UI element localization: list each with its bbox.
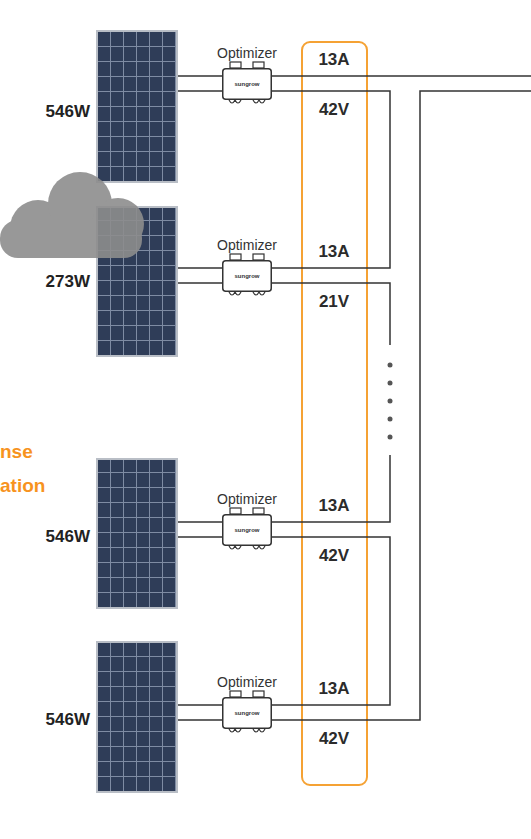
string-wire <box>272 455 390 522</box>
optimizer-box: Optimizersungrow <box>222 697 272 729</box>
brand-logo: sungrow <box>235 710 260 717</box>
dc-wire <box>272 91 390 268</box>
solar-panel: 546W <box>96 458 178 609</box>
brand-logo: sungrow <box>235 273 260 280</box>
optimizer-label: Optimizer <box>217 237 277 253</box>
brand-logo: sungrow <box>235 81 260 88</box>
dc-wire <box>178 76 222 91</box>
brand-logo: sungrow <box>235 527 260 534</box>
highlight-frame <box>302 42 367 785</box>
power-rating: 546W <box>46 710 90 730</box>
power-rating: 546W <box>46 527 90 547</box>
electrical-value: 13A <box>318 679 349 699</box>
electrical-value: 42V <box>319 100 349 120</box>
optimizer-label: Optimizer <box>217 674 277 690</box>
string-wire <box>272 75 531 77</box>
continuation-dots <box>388 363 393 440</box>
dc-wire <box>272 537 390 705</box>
optimizer-box: Optimizersungrow <box>222 68 272 100</box>
caption-fragment: nse <box>0 442 33 462</box>
electrical-value: 21V <box>319 292 349 312</box>
optimizer-label: Optimizer <box>217 45 277 61</box>
optimizer-label: Optimizer <box>217 491 277 507</box>
caption-fragment: ation <box>0 476 45 496</box>
return-wire <box>272 91 531 720</box>
electrical-value: 13A <box>318 242 349 262</box>
solar-panel: 546W <box>96 30 178 183</box>
electrical-value: 13A <box>318 50 349 70</box>
solar-panel: 546W <box>96 641 178 793</box>
optimizer-box: Optimizersungrow <box>222 260 272 292</box>
electrical-value: 42V <box>319 546 349 566</box>
optimizer-box: Optimizersungrow <box>222 514 272 546</box>
electrical-value: 13A <box>318 496 349 516</box>
dc-wire <box>178 705 222 720</box>
dc-wire <box>178 268 222 283</box>
dc-wire <box>178 522 222 537</box>
power-rating: 546W <box>46 102 90 122</box>
electrical-value: 42V <box>319 729 349 749</box>
power-rating: 273W <box>46 272 90 292</box>
string-wire <box>272 283 390 345</box>
